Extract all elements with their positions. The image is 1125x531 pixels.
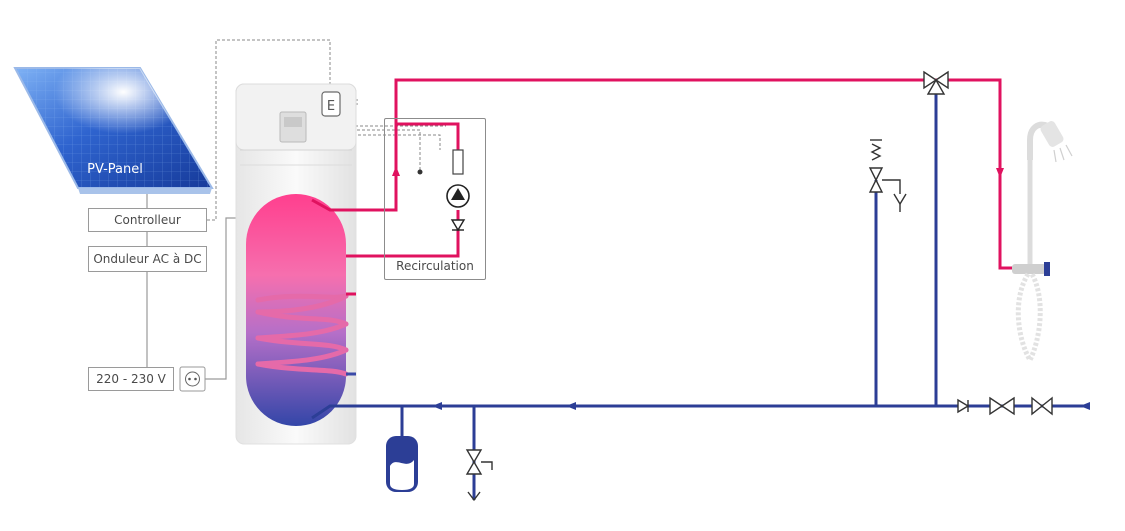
expansion-vessel-icon	[386, 436, 418, 492]
pv-panel-label: PV-Panel	[87, 162, 143, 177]
inlet-valve-icon	[957, 396, 1053, 416]
energy-meter-icon	[321, 91, 341, 117]
power-wire	[146, 194, 236, 380]
three-way-valve-icon	[923, 70, 949, 95]
recirculation-label: Recirculation	[396, 259, 474, 273]
wall-socket-icon	[179, 366, 206, 392]
recirculation-pump-icon	[417, 149, 470, 232]
energy-meter-label: E	[327, 99, 335, 114]
inverter-box: Onduleur AC à DC	[88, 246, 207, 272]
flow-arrow	[392, 166, 1004, 178]
shower-head-icon	[1012, 121, 1073, 366]
cold-water-line	[311, 86, 1090, 500]
drain-valve-icon	[465, 449, 493, 502]
coil-connection	[346, 292, 356, 376]
recirculation-box: Recirculation	[384, 118, 486, 280]
controller-box: Controlleur	[88, 208, 207, 232]
voltage-box: 220 - 230 V	[88, 367, 174, 391]
heat-pump-boiler-icon	[235, 83, 357, 445]
solar-panel-icon	[13, 67, 214, 194]
flow-arrow	[432, 402, 1090, 410]
safety-valve-icon	[868, 139, 907, 212]
